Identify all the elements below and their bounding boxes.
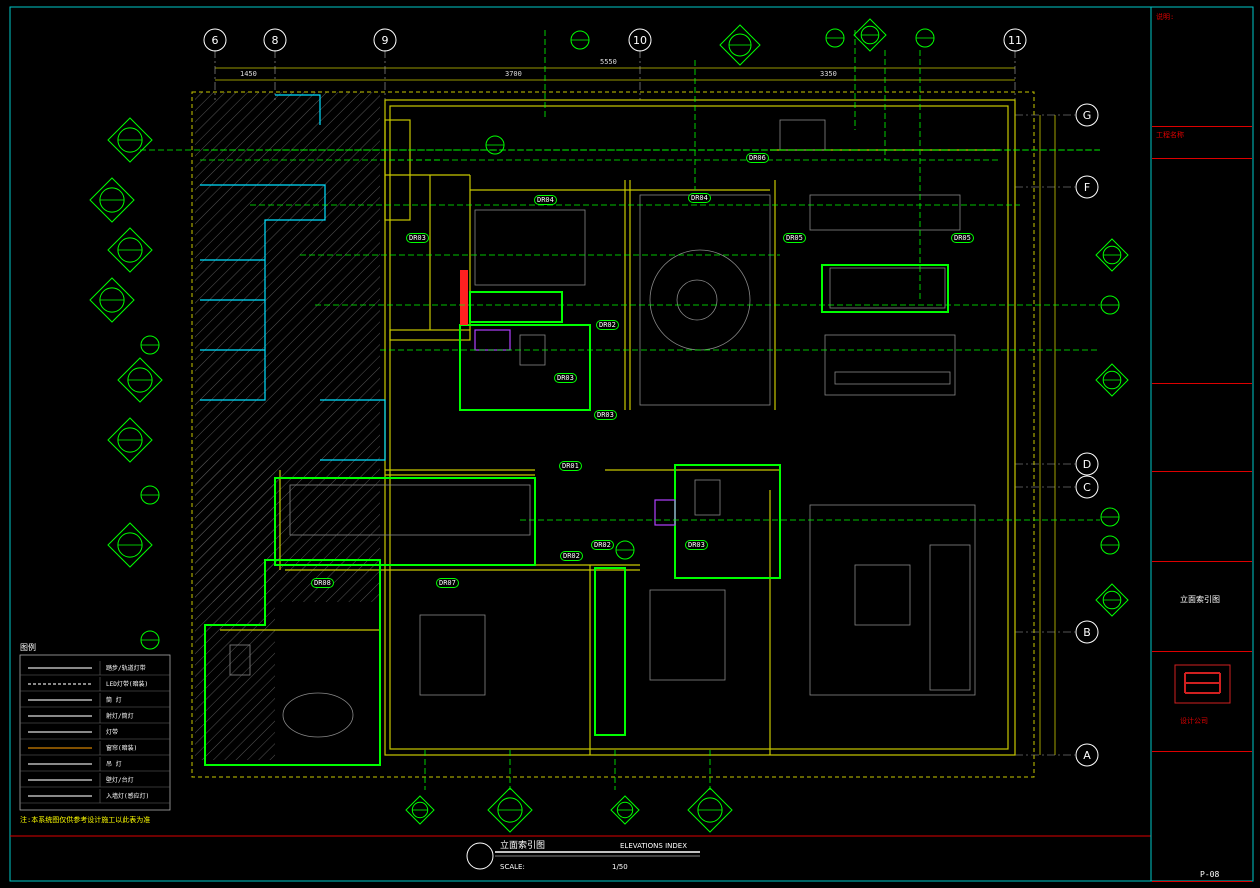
tb-project-label: 工程名称	[1156, 131, 1184, 139]
elevation-index-marker	[853, 18, 887, 52]
tb-sheet-no: P-08	[1200, 870, 1220, 879]
grid-label-col-6: 6	[212, 34, 219, 47]
grid-label-row-B: B	[1083, 626, 1091, 639]
grid-label-col-8: 8	[272, 34, 279, 47]
grid-bubble-row-C	[1075, 475, 1099, 499]
title-block: 说明: 工程名称 立面索引图 设计公司 P-08	[1152, 8, 1252, 882]
company-logo-mark	[1184, 672, 1221, 694]
door-tag-dr03c: DR03	[594, 410, 617, 420]
grid-label-row-D: D	[1083, 458, 1091, 471]
elevation-index-marker	[487, 787, 533, 833]
grid-bubble-col-6	[203, 28, 227, 52]
door-tag-dr07: DR07	[436, 578, 459, 588]
legend-item-label: 壁灯/台灯	[106, 777, 134, 784]
legend-item-label: 射灯/筒灯	[106, 713, 134, 720]
door-tag-dr02b: DR02	[560, 551, 583, 561]
elevation-index-marker	[107, 522, 153, 568]
elevation-index-marker	[405, 795, 435, 825]
highlight-zones	[204, 264, 949, 766]
grid-bubble-row-A	[1075, 743, 1099, 767]
grid-label-col-9: 9	[382, 34, 389, 47]
door-tag-dr01: DR01	[559, 461, 582, 471]
elevation-index-marker	[687, 787, 733, 833]
dim-top-seg-1: 1450	[240, 70, 257, 78]
legend-item-label: 窗帘(暗装)	[106, 745, 138, 752]
grid-bubble-row-G	[1075, 103, 1099, 127]
elevation-index-marker	[107, 417, 153, 463]
index-lines	[140, 30, 1100, 790]
building-outline	[191, 91, 1035, 778]
legend-item-label: 吊 灯	[106, 761, 122, 768]
dim-top-seg-3: 3350	[820, 70, 837, 78]
door-tag-dr04b: DR04	[688, 193, 711, 203]
legend-box	[19, 654, 171, 811]
grid-axes-horizontal	[1015, 114, 1075, 756]
legend-item-label: 筒 灯	[106, 697, 122, 704]
title-circle-icon	[466, 842, 494, 870]
legend-note: 注:本系统图仅供参考设计施工以此表为准	[20, 816, 151, 824]
tb-notes-label: 说明:	[1156, 13, 1175, 21]
legend-item-label: LED灯带(暗装)	[106, 681, 149, 688]
elevation-index-marker	[719, 24, 761, 66]
grid-bubble-col-11	[1003, 28, 1027, 52]
legend-title: 图例	[20, 643, 36, 652]
footer-title-cn: 立面索引图	[500, 839, 545, 851]
grid-bubble-col-9	[373, 28, 397, 52]
door-tag-dr03d: DR03	[685, 540, 708, 550]
elevation-index-marker	[1095, 238, 1129, 272]
door-tag-dr04a: DR04	[534, 195, 557, 205]
legend-item-label: 踏步/轨道灯带	[106, 665, 146, 672]
grid-bubble-row-B	[1075, 620, 1099, 644]
grid-label-row-C: C	[1083, 481, 1091, 494]
door-tag-dr02a: DR02	[596, 320, 619, 330]
door-tag-dr02c: DR02	[591, 540, 614, 550]
footer-scale-value: 1/50	[612, 863, 628, 871]
grid-label-row-G: G	[1083, 109, 1092, 122]
legend-rows	[20, 661, 170, 804]
grid-label-col-11: 11	[1008, 34, 1022, 47]
sheet-frame	[9, 6, 1254, 882]
dim-top-total: 5550	[600, 58, 617, 66]
legend-item-label: 灯带	[106, 729, 119, 736]
grid-label-row-F: F	[1084, 181, 1090, 194]
elevation-index-marker	[107, 227, 153, 273]
legend-item-label: 入墙灯(感应灯)	[106, 793, 150, 800]
grid-bubble-col-10	[628, 28, 652, 52]
elevation-index-marker	[89, 277, 135, 323]
footer-title-en: ELEVATIONS INDEX	[620, 842, 687, 850]
tb-company: 设计公司	[1180, 717, 1208, 725]
grid-bubble-row-D	[1075, 452, 1099, 476]
door-tag-dr03a: DR03	[406, 233, 429, 243]
footer-scale-label: SCALE:	[500, 863, 525, 871]
grid-label-row-A: A	[1083, 749, 1091, 762]
company-logo	[1174, 664, 1231, 704]
door-tag-dr06: DR06	[746, 153, 769, 163]
elevation-index-marker	[1095, 363, 1129, 397]
elevation-index-marker	[117, 357, 163, 403]
door-tag-dr03b: DR03	[554, 373, 577, 383]
grid-label-col-10: 10	[633, 34, 647, 47]
red-accent	[460, 270, 468, 325]
index-markers	[89, 18, 1129, 833]
elevation-index-marker	[107, 117, 153, 163]
furniture	[229, 119, 976, 738]
elevation-index-marker	[610, 795, 640, 825]
elevation-index-marker	[89, 177, 135, 223]
hatched-area-lower	[195, 460, 275, 760]
door-tag-dr05b: DR05	[951, 233, 974, 243]
door-tag-dr05a: DR05	[783, 233, 806, 243]
grid-bubble-row-F	[1075, 175, 1099, 199]
magenta-fixtures	[474, 329, 676, 526]
tb-drawing-title: 立面索引图	[1180, 595, 1220, 604]
cyan-walls	[200, 94, 386, 461]
dim-top-seg-2: 3700	[505, 70, 522, 78]
door-tag-dr08: DR08	[311, 578, 334, 588]
grid-bubbles: 6 8 9 10 11G F DC B A	[203, 28, 1099, 767]
elevation-index-marker	[1095, 583, 1129, 617]
grid-bubble-col-8	[263, 28, 287, 52]
